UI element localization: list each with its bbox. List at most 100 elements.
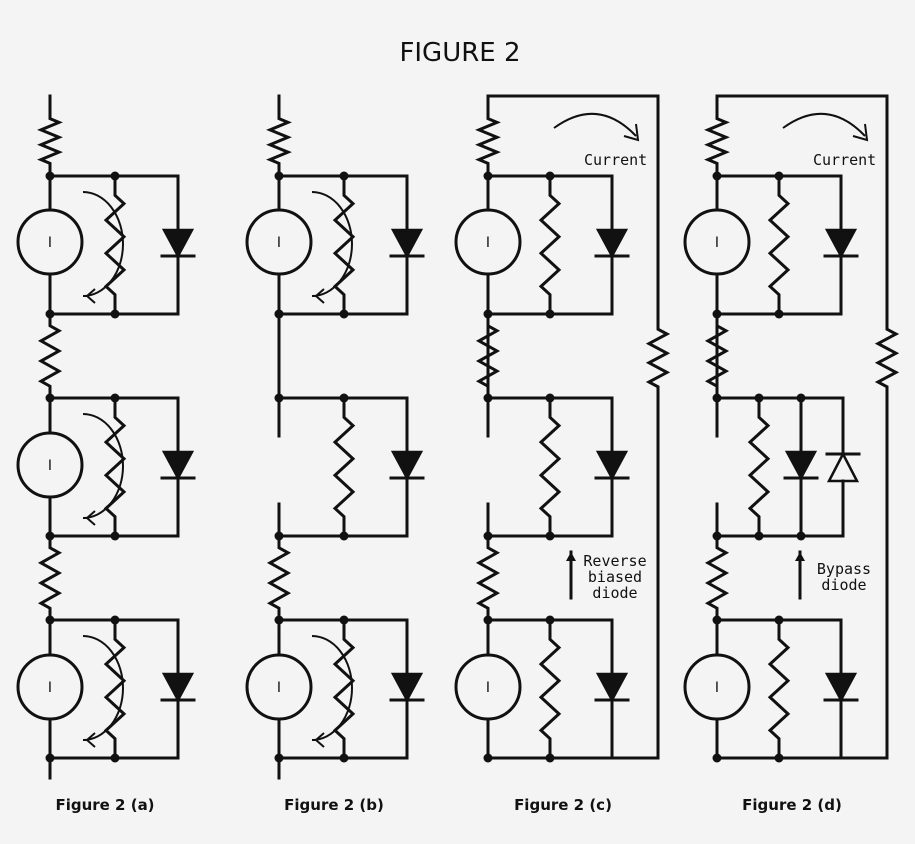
- reverse-biased-diode-label: biased: [588, 568, 642, 586]
- diode-symbol: [161, 450, 195, 481]
- diode-symbol: [595, 672, 629, 703]
- caption-b: Figure 2 (b): [284, 796, 384, 814]
- circulating-current-arrow: [311, 635, 353, 741]
- junction-dot: [339, 309, 349, 319]
- arrowhead: [795, 552, 805, 561]
- junction-dot: [545, 531, 555, 541]
- junction-dot: [545, 615, 555, 625]
- reverse-biased-diode-label: diode: [592, 584, 637, 602]
- junction-dot: [110, 393, 120, 403]
- diode-symbol: [824, 228, 858, 259]
- current-source-symbol: [16, 653, 84, 721]
- junction-dot: [712, 753, 722, 763]
- junction-dot: [339, 393, 349, 403]
- junction-dot: [45, 171, 55, 181]
- resistor-symbol: [37, 108, 63, 174]
- resistor-symbol: [332, 174, 356, 316]
- resistor-symbol: [37, 312, 63, 400]
- junction-dot: [483, 393, 493, 403]
- resistor-symbol: [332, 618, 356, 760]
- junction-dot: [110, 309, 120, 319]
- diode-symbol: [390, 672, 424, 703]
- diode-symbol: [595, 450, 629, 481]
- current-source-symbol: [454, 653, 522, 721]
- resistor-symbol: [538, 618, 562, 760]
- junction-dot: [774, 171, 784, 181]
- diode-symbol: [390, 228, 424, 259]
- diode-symbol: [390, 450, 424, 481]
- diode-symbol: [824, 672, 858, 703]
- resistor-symbol: [103, 174, 127, 316]
- reverse-biased-diode-label: Reverse: [583, 552, 646, 570]
- junction-dot: [545, 309, 555, 319]
- junction-dot: [774, 615, 784, 625]
- resistor-symbol: [538, 396, 562, 538]
- junction-dot: [545, 171, 555, 181]
- junction-dot: [274, 309, 284, 319]
- diode-symbol: [784, 450, 818, 481]
- current-source-symbol: [16, 208, 84, 276]
- resistor-symbol: [538, 174, 562, 316]
- current-source-symbol: [683, 653, 751, 721]
- junction-dot: [774, 753, 784, 763]
- resistor-symbol: [37, 534, 63, 622]
- resistor-symbol: [704, 534, 730, 622]
- resistor-symbol: [704, 108, 730, 174]
- resistor-symbol: [475, 534, 501, 622]
- resistor-symbol: [475, 108, 501, 174]
- junction-dot: [796, 531, 806, 541]
- resistor-symbol: [767, 174, 791, 316]
- junction-dot: [712, 393, 722, 403]
- arrowhead: [314, 732, 325, 748]
- junction-dot: [483, 753, 493, 763]
- arrowhead: [85, 732, 96, 748]
- junction-dot: [110, 615, 120, 625]
- arrowhead: [85, 510, 96, 526]
- junction-dot: [339, 753, 349, 763]
- junction-dot: [339, 531, 349, 541]
- junction-dot: [774, 309, 784, 319]
- resistor-symbol: [332, 396, 356, 538]
- resistor-symbol: [103, 618, 127, 760]
- current-flow-arrow: [782, 112, 866, 137]
- junction-dot: [712, 615, 722, 625]
- bypass-diode-label: Bypass: [817, 560, 871, 578]
- junction-dot: [483, 615, 493, 625]
- arrowhead: [852, 123, 869, 142]
- resistor-symbol: [874, 316, 900, 400]
- bypass-diode-symbol: [826, 451, 860, 483]
- circulating-current-arrow: [82, 191, 124, 297]
- circulating-current-arrow: [82, 413, 124, 519]
- circulating-current-arrow: [311, 191, 353, 297]
- resistor-symbol: [103, 396, 127, 538]
- current-source-label: I: [486, 235, 490, 251]
- caption-a: Figure 2 (a): [55, 796, 154, 814]
- current-source-symbol: [245, 653, 313, 721]
- junction-dot: [712, 171, 722, 181]
- current-source-symbol: [683, 208, 751, 276]
- arrowhead: [85, 288, 96, 304]
- current-label: Current: [584, 151, 647, 169]
- caption-d: Figure 2 (d): [742, 796, 842, 814]
- current-source-label: I: [48, 235, 52, 251]
- resistor-symbol: [645, 316, 671, 400]
- current-source-label: I: [48, 680, 52, 696]
- resistor-symbol: [266, 534, 292, 622]
- current-label: Current: [813, 151, 876, 169]
- current-source-label: I: [715, 680, 719, 696]
- junction-dot: [712, 531, 722, 541]
- bypass-diode-label: diode: [821, 576, 866, 594]
- current-source-label: I: [715, 235, 719, 251]
- resistor-symbol: [747, 396, 771, 538]
- junction-dot: [110, 171, 120, 181]
- current-source-label: I: [277, 680, 281, 696]
- resistor-symbol: [266, 108, 292, 174]
- diode-symbol: [595, 228, 629, 259]
- junction-dot: [754, 531, 764, 541]
- junction-dot: [545, 753, 555, 763]
- resistor-symbol: [767, 618, 791, 760]
- junction-dot: [339, 171, 349, 181]
- current-source-symbol: [16, 431, 84, 499]
- junction-dot: [483, 531, 493, 541]
